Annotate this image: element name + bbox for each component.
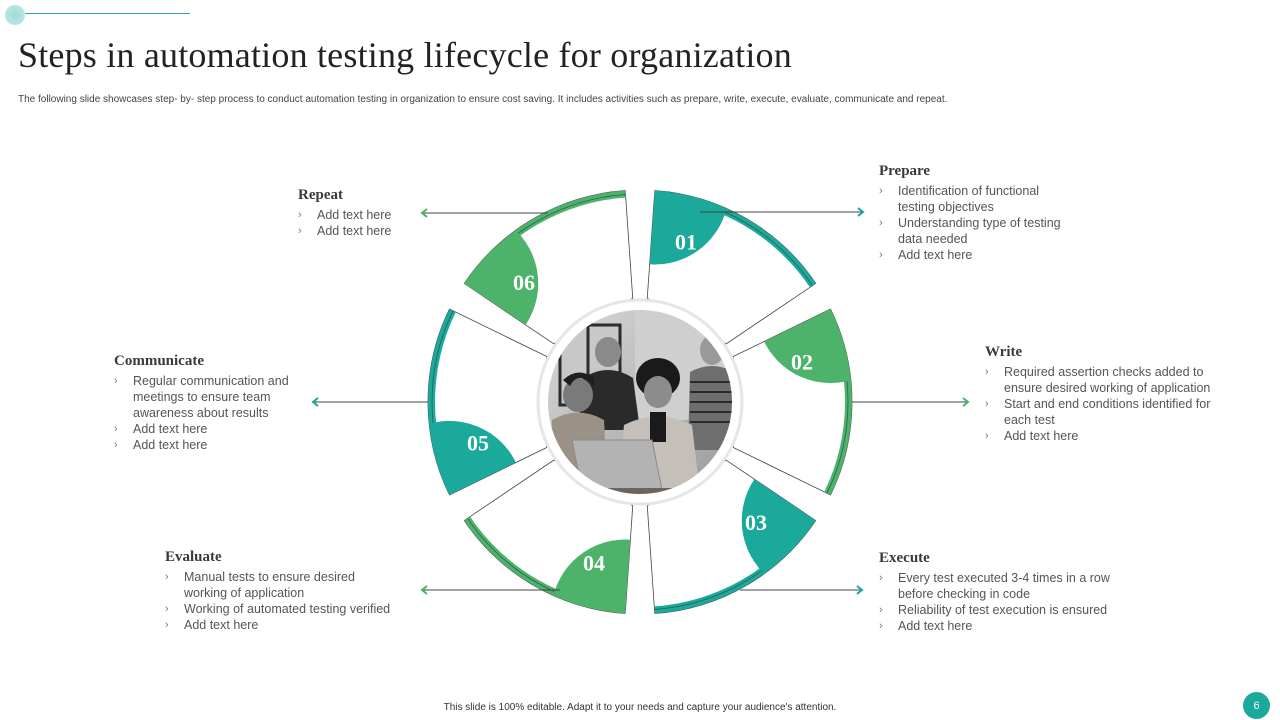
- step-number: 04: [583, 551, 605, 576]
- step-number: 02: [791, 350, 813, 375]
- step-bullets: ›Required assertion checks added to ensu…: [985, 364, 1235, 444]
- connector-arrows: [311, 207, 970, 595]
- bullet-item: ›Reliability of test execution is ensure…: [879, 603, 1108, 617]
- step-bullets: ›Every test executed 3-4 times in a row …: [879, 570, 1139, 634]
- chevron-right-icon: ›: [114, 423, 118, 435]
- bullet-item: ›Add text here: [165, 618, 259, 632]
- bullet-item: ›Add text here: [879, 619, 973, 633]
- bullet-item: ›Start and end conditions identified for…: [985, 397, 1211, 427]
- step-number: 05: [467, 430, 489, 455]
- step-number: 01: [675, 229, 697, 254]
- segment-01: 01: [646, 190, 817, 345]
- chevron-right-icon: ›: [879, 620, 883, 632]
- step-block-prepare: Prepare ›Identification of functional te…: [879, 163, 1069, 263]
- step-bullets: ›Regular communication and meetings to e…: [114, 373, 304, 453]
- chevron-right-icon: ›: [985, 366, 989, 378]
- chevron-right-icon: ›: [985, 398, 989, 410]
- decorative-circle-icon: [5, 5, 25, 25]
- bullet-item: ›Working of automated testing verified: [165, 602, 391, 616]
- step-block-execute: Execute ›Every test executed 3-4 times i…: [879, 550, 1139, 634]
- chevron-right-icon: ›: [298, 209, 302, 221]
- bullet-item: ›Understanding type of testing data need…: [879, 216, 1061, 246]
- chevron-right-icon: ›: [165, 619, 169, 631]
- step-title: Evaluate: [165, 549, 222, 565]
- chevron-right-icon: ›: [879, 185, 883, 197]
- step-title: Repeat: [298, 187, 343, 203]
- chevron-right-icon: ›: [879, 217, 883, 229]
- step-title: Communicate: [114, 353, 204, 369]
- bullet-item: ›Add text here: [298, 224, 392, 238]
- bullet-item: ›Required assertion checks added to ensu…: [985, 365, 1211, 395]
- step-block-communicate: Communicate ›Regular communication and m…: [114, 353, 304, 453]
- segment-05: 05: [427, 308, 547, 496]
- segment-02: 02: [733, 308, 853, 496]
- chevron-right-icon: ›: [165, 603, 169, 615]
- step-number-badge: [551, 539, 633, 614]
- bullet-item: ›Add text here: [298, 208, 392, 222]
- step-title: Write: [985, 344, 1023, 360]
- bullet-item: ›Add text here: [114, 422, 208, 436]
- chevron-right-icon: ›: [879, 572, 883, 584]
- bullet-item: ›Manual tests to ensure desired working …: [165, 570, 355, 600]
- step-block-evaluate: Evaluate ›Manual tests to ensure desired…: [165, 549, 415, 633]
- bullet-item: ›Regular communication and meetings to e…: [114, 374, 289, 420]
- step-bullets: ›Add text here ›Add text here: [298, 207, 448, 239]
- chevron-right-icon: ›: [114, 375, 118, 387]
- chevron-right-icon: ›: [879, 249, 883, 261]
- chevron-right-icon: ›: [879, 604, 883, 616]
- chevron-right-icon: ›: [985, 430, 989, 442]
- chevron-right-icon: ›: [114, 439, 118, 451]
- chevron-right-icon: ›: [298, 225, 302, 237]
- step-title: Execute: [879, 550, 930, 566]
- bullet-item: ›Identification of functional testing ob…: [879, 184, 1040, 214]
- chevron-right-icon: ›: [165, 571, 169, 583]
- center-photo: [536, 298, 744, 506]
- page-number-badge: 6: [1243, 692, 1270, 719]
- ring-segments: 01 02 03 04 05 06: [427, 190, 853, 614]
- step-block-write: Write ›Required assertion checks added t…: [985, 344, 1235, 444]
- footer-note: This slide is 100% editable. Adapt it to…: [443, 702, 837, 713]
- step-block-repeat: Repeat ›Add text here ›Add text here: [298, 187, 448, 239]
- step-bullets: ›Manual tests to ensure desired working …: [165, 569, 415, 633]
- step-number-badge: [756, 309, 852, 384]
- step-bullets: ›Identification of functional testing ob…: [879, 183, 1069, 263]
- slide-title: Steps in automation testing lifecycle fo…: [18, 35, 792, 75]
- step-number-badge: [428, 420, 524, 495]
- bullet-item: ›Every test executed 3-4 times in a row …: [879, 571, 1110, 601]
- step-number-badge: [647, 190, 729, 265]
- step-number: 06: [513, 270, 535, 295]
- segment-04: 04: [463, 459, 634, 614]
- step-title: Prepare: [879, 163, 931, 179]
- bullet-item: ›Add text here: [985, 429, 1079, 443]
- bullet-item: ›Add text here: [114, 438, 208, 452]
- decorative-line: [25, 13, 190, 14]
- step-number: 03: [745, 510, 767, 535]
- slide-subtitle: The following slide showcases step- by- …: [18, 94, 948, 105]
- bullet-item: ›Add text here: [879, 248, 973, 262]
